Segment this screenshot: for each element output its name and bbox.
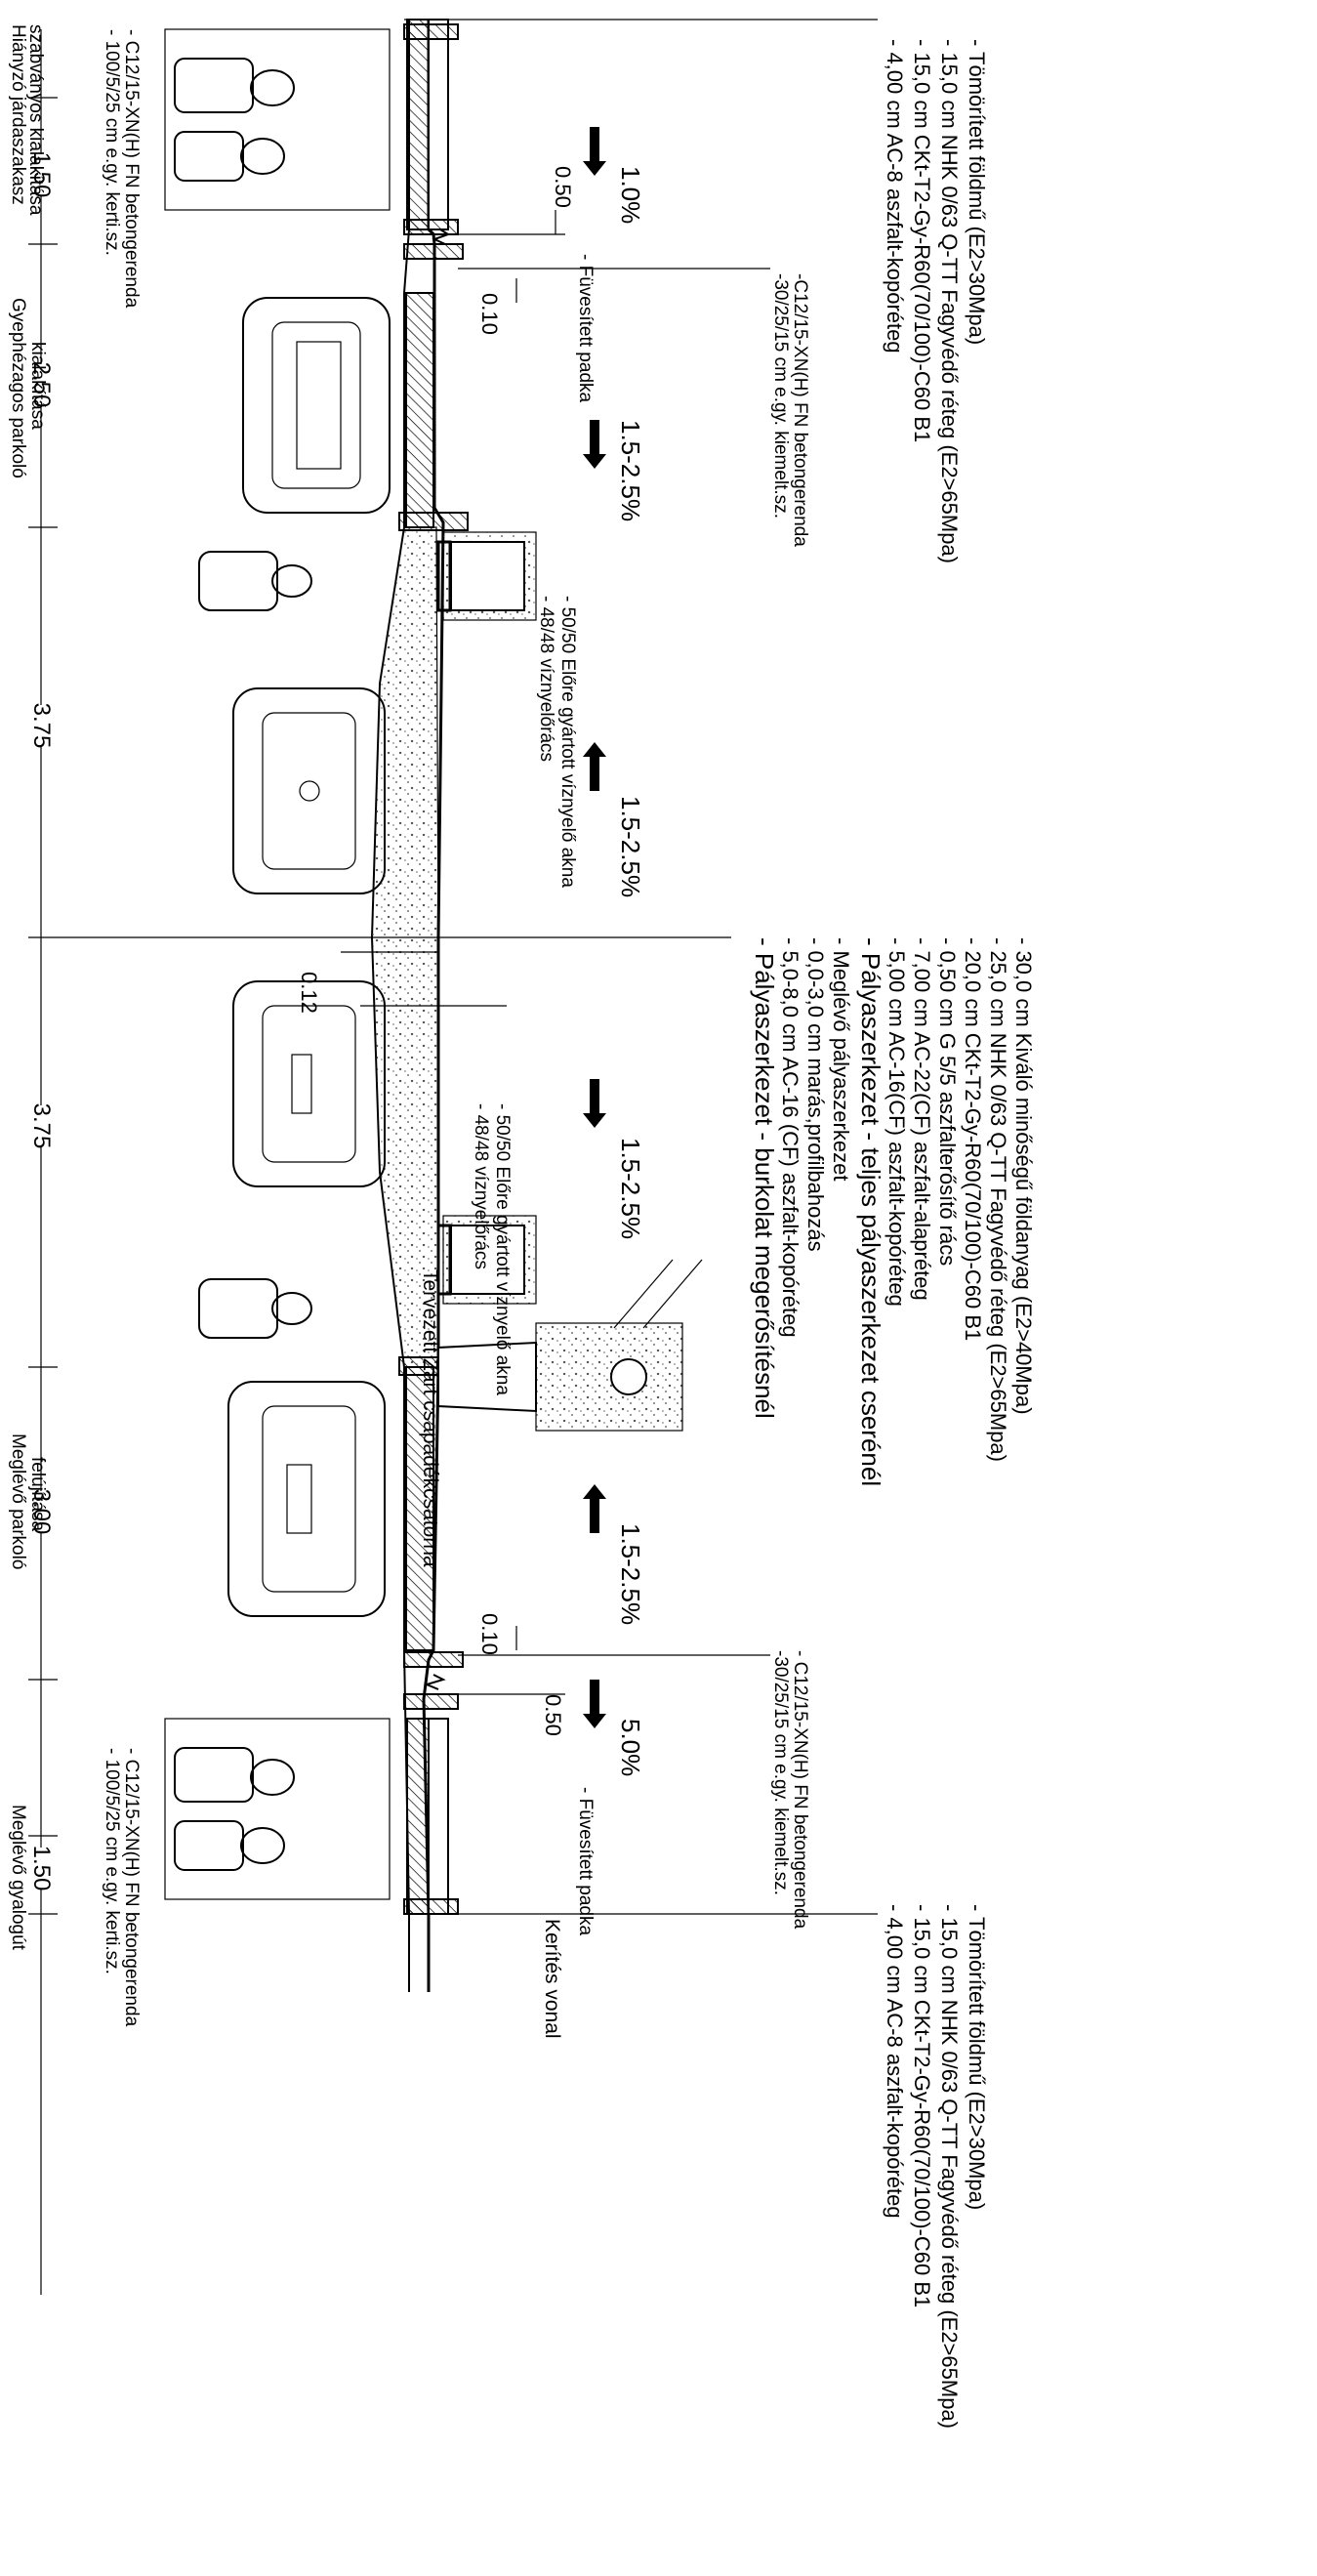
pedestrian-grate-1: [198, 551, 312, 611]
pedestrians-right: [164, 1718, 391, 1900]
slope-s2: 1.5-2.5%: [616, 420, 645, 521]
curbs: [398, 23, 469, 1915]
dim-s4-width: 3.75: [28, 1103, 55, 1149]
layers-right-4: - Tömörített földmű (E2>30Mpa): [965, 1904, 989, 2210]
curb-bot-label-1: - 100/5/25 cm e.gy. kerti.sz.: [102, 1748, 122, 1974]
dim-s6-width: 1.50: [28, 1846, 55, 1891]
pavement-2-item-6: - 30,0 cm Kiváló minőségű földanyag (E2>…: [1011, 937, 1036, 1415]
car-parking-left: [242, 297, 391, 514]
gully-top: [436, 531, 537, 621]
dim-s2-width: 2.50: [28, 362, 55, 408]
kiemelt-top-label-1: -30/25/15 cm e.gy. kiemelt.sz.: [770, 273, 791, 519]
curb-bot-label-2: - C12/15-XN(H) FN betongerenda: [121, 1748, 142, 2027]
pavement-1-item-1: - 5,0-8,0 cm AC-16 (CF) aszfalt-kopóréte…: [778, 937, 803, 1338]
layers-right-1: - 4,00 cm AC-8 aszfalt-kopóréteg: [883, 1904, 907, 2219]
grate-mid-label-2: - 50/50 Előre gyártott víznyelő akna: [492, 1103, 513, 1395]
grate-mid-label-1: - 48/48 víznyelőrács: [471, 1103, 491, 1269]
dim-s1-width: 1.50: [28, 152, 55, 198]
curb-top-label-2: - C12/15-XN(H) FN betongerenda: [121, 29, 142, 309]
grate-top-label-2: - 50/50 Előre gyártott víznyelő akna: [557, 596, 578, 888]
slope-s4: 1.5-2.5%: [616, 1138, 645, 1239]
pedestrians-left: [164, 28, 391, 211]
slope-s3: 1.5-2.5%: [616, 796, 645, 897]
s5-title-2: felújítása: [27, 1457, 48, 1531]
layers-left-4: - Tömörített földmű (E2>30Mpa): [965, 39, 989, 345]
dim-050-bot: 0.50: [541, 1694, 565, 1736]
s5-title-1: Meglévő parkoló: [8, 1433, 28, 1569]
slope-s6: 5.0%: [616, 1719, 645, 1776]
curb-top-label-1: - 100/5/25 cm e.gy. kerti.sz.: [102, 29, 122, 256]
dim-s5-width: 3.00: [28, 1489, 55, 1535]
pedestrian-grate-2: [198, 1278, 312, 1339]
layers-left-1: - 4,00 cm AC-8 aszfalt-kopóréteg: [883, 39, 907, 353]
dimension-chain: [28, 29, 58, 2295]
pavement-2-item-1: - 5,00 cm AC-16(CF) aszfalt-kopóréteg: [885, 937, 909, 1307]
pavement-1-item-2: - 0,0-3,0 cm marás,profilbahozás: [803, 937, 828, 1252]
pavement-2-item-4: - 20,0 cm CKt-T2-Gy-R60(70/100)-C60 B1: [961, 937, 985, 1341]
s2-title-1: Gyephézagos parkoló: [8, 298, 28, 478]
sewer-pipe: [437, 1259, 703, 1432]
leader-lines: [404, 19, 878, 1915]
car-parking-right: [227, 1381, 386, 1617]
fuves-bot-label: - Füvesített padka: [575, 1787, 596, 1936]
kiemelt-bot-label-2: - C12/15-XN(H) FN betongerenda: [790, 1650, 810, 1930]
s6-title: Meglévő gyalogút: [8, 1805, 28, 1951]
dim-010-top: 0.10: [477, 293, 502, 335]
s1-title-1: Hiányzó járdaszakasz: [8, 24, 28, 205]
dim-010-bot: 0.10: [477, 1613, 502, 1655]
layers-left-3: - 15,0 cm NHK 0/63 Q-TT Fagyvédő réteg (…: [937, 39, 962, 563]
s2-title-2: kialakítása: [27, 342, 48, 430]
grate-top-label-1: - 48/48 víznyelőrács: [536, 596, 556, 762]
layers-right-3: - 15,0 cm NHK 0/63 Q-TT Fagyvédő réteg (…: [937, 1904, 962, 2429]
slope-s5: 1.5-2.5%: [616, 1523, 645, 1625]
pavement-1-item-3: - Meglévő pályaszerkezet: [829, 937, 853, 1181]
sewer-label: Tervezett Zárt csapadékcsatorna: [419, 1269, 441, 1567]
slope-arrows: [583, 127, 606, 1728]
car-lane-1: [232, 687, 386, 894]
pavement-2-item-3: - 0,50 cm G 5/5 aszfalterősítő rács: [935, 937, 960, 1266]
fuves-top-label: - Füvesített padka: [575, 254, 596, 403]
gully-mid: [436, 1215, 537, 1305]
dim-s3-width: 3.75: [28, 703, 55, 749]
dim-050-top: 0.50: [551, 166, 575, 208]
kiemelt-bot-label-1: -30/25/15 cm e.gy. kiemelt.sz.: [770, 1650, 791, 1895]
pavement-heading-1: - Pályaszerkezet - burkolat megerősítésn…: [750, 937, 779, 1419]
car-lane-2: [232, 980, 386, 1187]
layers-left-2: - 15,0 cm CKt-T2-Gy-R60(70/100)-C60 B1: [910, 39, 934, 442]
pavement-2-item-2: - 7,00 cm AC-22(CF) aszfalt-alapréteg: [910, 937, 934, 1301]
s1-title-2: szabványos kialakítása: [25, 24, 46, 216]
fence-label: Kerítés vonal: [541, 1919, 563, 2039]
slope-s1: 1.0%: [616, 166, 645, 224]
small-dims: [341, 210, 565, 1695]
pavement-2-item-5: - 25,0 cm NHK 0/63 Q-TT Fagyvédő réteg (…: [986, 937, 1010, 1462]
layers-right-2: - 15,0 cm CKt-T2-Gy-R60(70/100)-C60 B1: [910, 1904, 934, 2307]
kiemelt-top-label-2: -C12/15-XN(H) FN betongerenda: [790, 273, 810, 547]
pavement-heading-2: - Pályaszerkezet - teljes pályaszerkezet…: [856, 937, 885, 1486]
dim-012: 0.12: [297, 972, 321, 1014]
